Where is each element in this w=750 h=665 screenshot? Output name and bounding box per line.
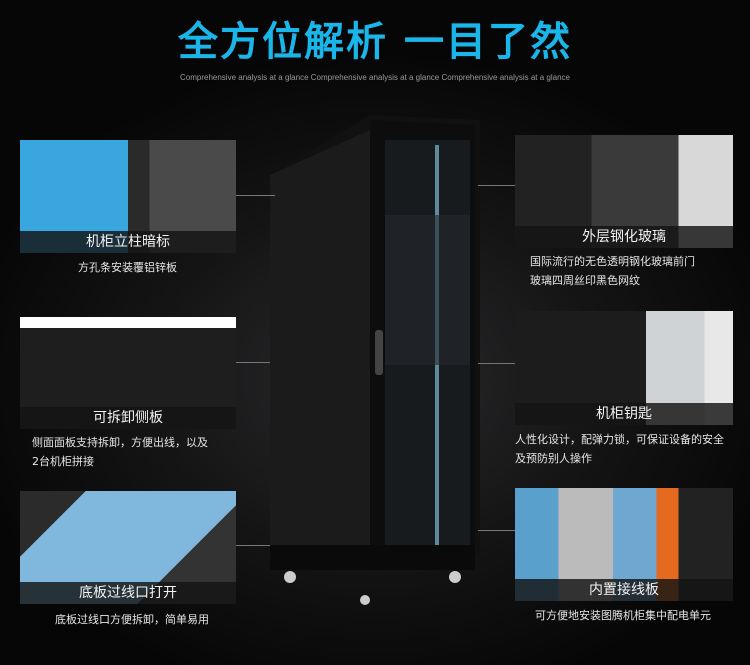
feature-desc: 人性化设计，配弹力锁，可保证设备的安全及预防别人操作 <box>515 433 724 465</box>
page-title: 全方位解析 一目了然 <box>178 19 572 65</box>
feature-caption: 机柜钥匙 <box>515 403 733 425</box>
server-cabinet-image <box>270 115 480 605</box>
feature-caption: 外层钢化玻璃 <box>515 226 733 248</box>
feature-panel-side-panel: 可拆卸侧板 <box>20 317 236 429</box>
feature-caption: 可拆卸侧板 <box>20 407 236 429</box>
feature-desc: 国际流行的无色透明钢化玻璃前门玻璃四周丝印黑色网纹 <box>530 255 695 287</box>
connector-line <box>235 362 270 363</box>
connector-line <box>235 195 275 196</box>
feature-panel-column-marking: 机柜立柱暗标 <box>20 140 236 253</box>
feature-desc: 可方便地安装图腾机柜集中配电单元 <box>535 609 711 622</box>
feature-desc: 底板过线口方便拆卸，简单易用 <box>55 613 209 626</box>
feature-desc: 方孔条安装覆铝锌板 <box>78 261 177 274</box>
feature-panel-bottom-cable-hole: 底板过线口打开 <box>20 491 236 604</box>
connector-line <box>235 545 270 546</box>
connector-line <box>478 185 515 186</box>
feature-caption: 底板过线口打开 <box>20 582 236 604</box>
page-subtitle: Comprehensive analysis at a glance Compr… <box>180 73 570 82</box>
feature-caption: 内置接线板 <box>515 579 733 601</box>
connector-line <box>478 530 515 531</box>
feature-caption: 机柜立柱暗标 <box>20 231 236 253</box>
feature-panel-cabinet-key: 机柜钥匙 <box>515 311 733 425</box>
feature-panel-power-strip: 内置接线板 <box>515 488 733 601</box>
feature-panel-tempered-glass: 外层钢化玻璃 <box>515 135 733 248</box>
connector-line <box>478 363 515 364</box>
